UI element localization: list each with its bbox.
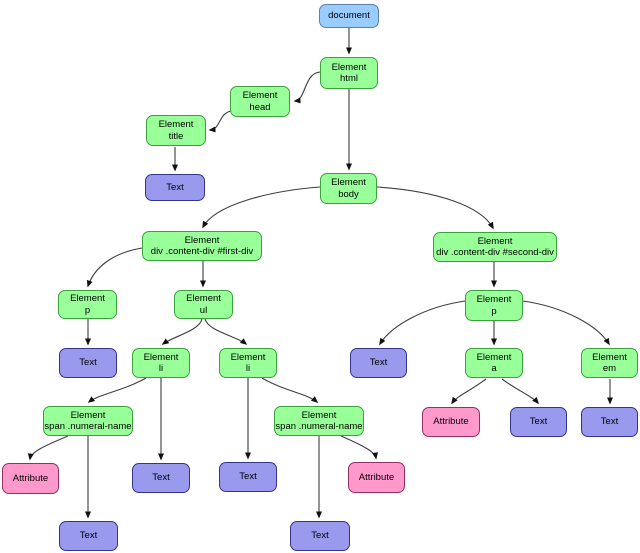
- node-label-line: Element: [476, 351, 512, 363]
- node-label-line: Element: [143, 351, 179, 363]
- edge-element-body-to-element-div-second: [376, 186, 494, 230]
- edge-element-a-to-attribute-a: [451, 378, 487, 405]
- edge-element-body-to-element-div-first: [202, 186, 321, 229]
- node-label-line: div .content-div #first-div: [150, 246, 254, 257]
- node-label-line: body: [338, 188, 359, 200]
- node-label-line: Element: [301, 409, 337, 421]
- node-label-line: span .numeral-name: [275, 421, 363, 432]
- node-label-line: li: [158, 363, 164, 374]
- edge-element-li-right-to-element-span-right: [261, 377, 319, 403]
- node-attribute-right: Attribute: [348, 462, 405, 493]
- edge-element-div-first-to-element-p-left: [86, 247, 143, 288]
- node-label-line: p: [84, 304, 91, 316]
- node-label-line: Element: [331, 61, 367, 73]
- node-label-line: Text: [369, 357, 388, 369]
- node-label-line: em: [602, 363, 617, 374]
- node-label-line: Attribute: [433, 416, 469, 428]
- edge-element-head-to-element-title: [208, 110, 232, 133]
- edge-element-ul-to-element-li-right: [204, 318, 248, 345]
- node-label-line: Text: [529, 416, 548, 428]
- node-label-line: Attribute: [358, 471, 395, 483]
- node-label-line: Text: [79, 357, 97, 369]
- node-label-line: Element: [242, 90, 278, 101]
- node-label-line: Element: [230, 351, 266, 363]
- node-label-line: Element: [331, 177, 366, 188]
- node-label-line: a: [491, 363, 497, 374]
- node-label-line: Element: [70, 409, 106, 421]
- node-text-p-left: Text: [59, 348, 117, 378]
- node-label-line: ul: [199, 304, 208, 316]
- node-label-line: head: [249, 101, 271, 113]
- node-label-line: title: [168, 130, 184, 142]
- node-label-line: Text: [600, 416, 619, 428]
- node-label-line: Text: [79, 530, 98, 542]
- node-document: document: [319, 4, 379, 28]
- node-label-line: Element: [592, 351, 627, 363]
- node-attribute-a: Attribute: [422, 407, 480, 437]
- node-text-p-right: Text: [350, 348, 407, 378]
- node-text-span-right: Text: [290, 521, 350, 551]
- node-attribute-left: Attribute: [2, 463, 59, 494]
- edge-element-li-left-to-element-span-left: [87, 377, 147, 403]
- edge-element-span-right-to-attribute-right: [340, 435, 379, 460]
- node-label-line: html: [340, 73, 358, 84]
- edge-element-span-left-to-attribute-left: [27, 435, 69, 461]
- edge-element-html-to-element-head: [293, 71, 321, 104]
- node-label-line: Element: [477, 235, 513, 247]
- node-label-line: p: [491, 305, 497, 317]
- node-text-em: Text: [581, 407, 638, 437]
- node-label-line: Attribute: [12, 472, 49, 484]
- edge-element-a-to-text-a: [501, 378, 539, 405]
- node-label-line: Text: [311, 530, 329, 542]
- node-text-li-right: Text: [219, 462, 277, 492]
- edge-element-p-right-to-element-em: [522, 300, 610, 346]
- node-text-span-left: Text: [59, 521, 118, 551]
- node-label-line: li: [245, 363, 251, 374]
- node-text-title: Text: [145, 174, 205, 201]
- edge-element-ul-to-element-li-left: [161, 318, 203, 345]
- node-text-li-left: Text: [132, 463, 190, 493]
- node-label-line: div .content-div #second-div: [436, 247, 554, 258]
- node-label-line: span .numeral-name: [44, 421, 132, 432]
- node-label-line: Element: [158, 119, 194, 130]
- node-label-line: Text: [239, 471, 257, 483]
- node-label-line: Text: [152, 472, 170, 484]
- node-label-line: Text: [166, 181, 184, 193]
- node-text-a: Text: [510, 407, 567, 437]
- node-label-line: Element: [70, 293, 105, 304]
- node-label-line: document: [328, 10, 370, 22]
- edge-element-p-right-to-text-p-right: [379, 300, 466, 346]
- node-label-line: Element: [186, 293, 221, 304]
- node-label-line: Element: [184, 234, 220, 246]
- node-label-line: Element: [476, 294, 512, 305]
